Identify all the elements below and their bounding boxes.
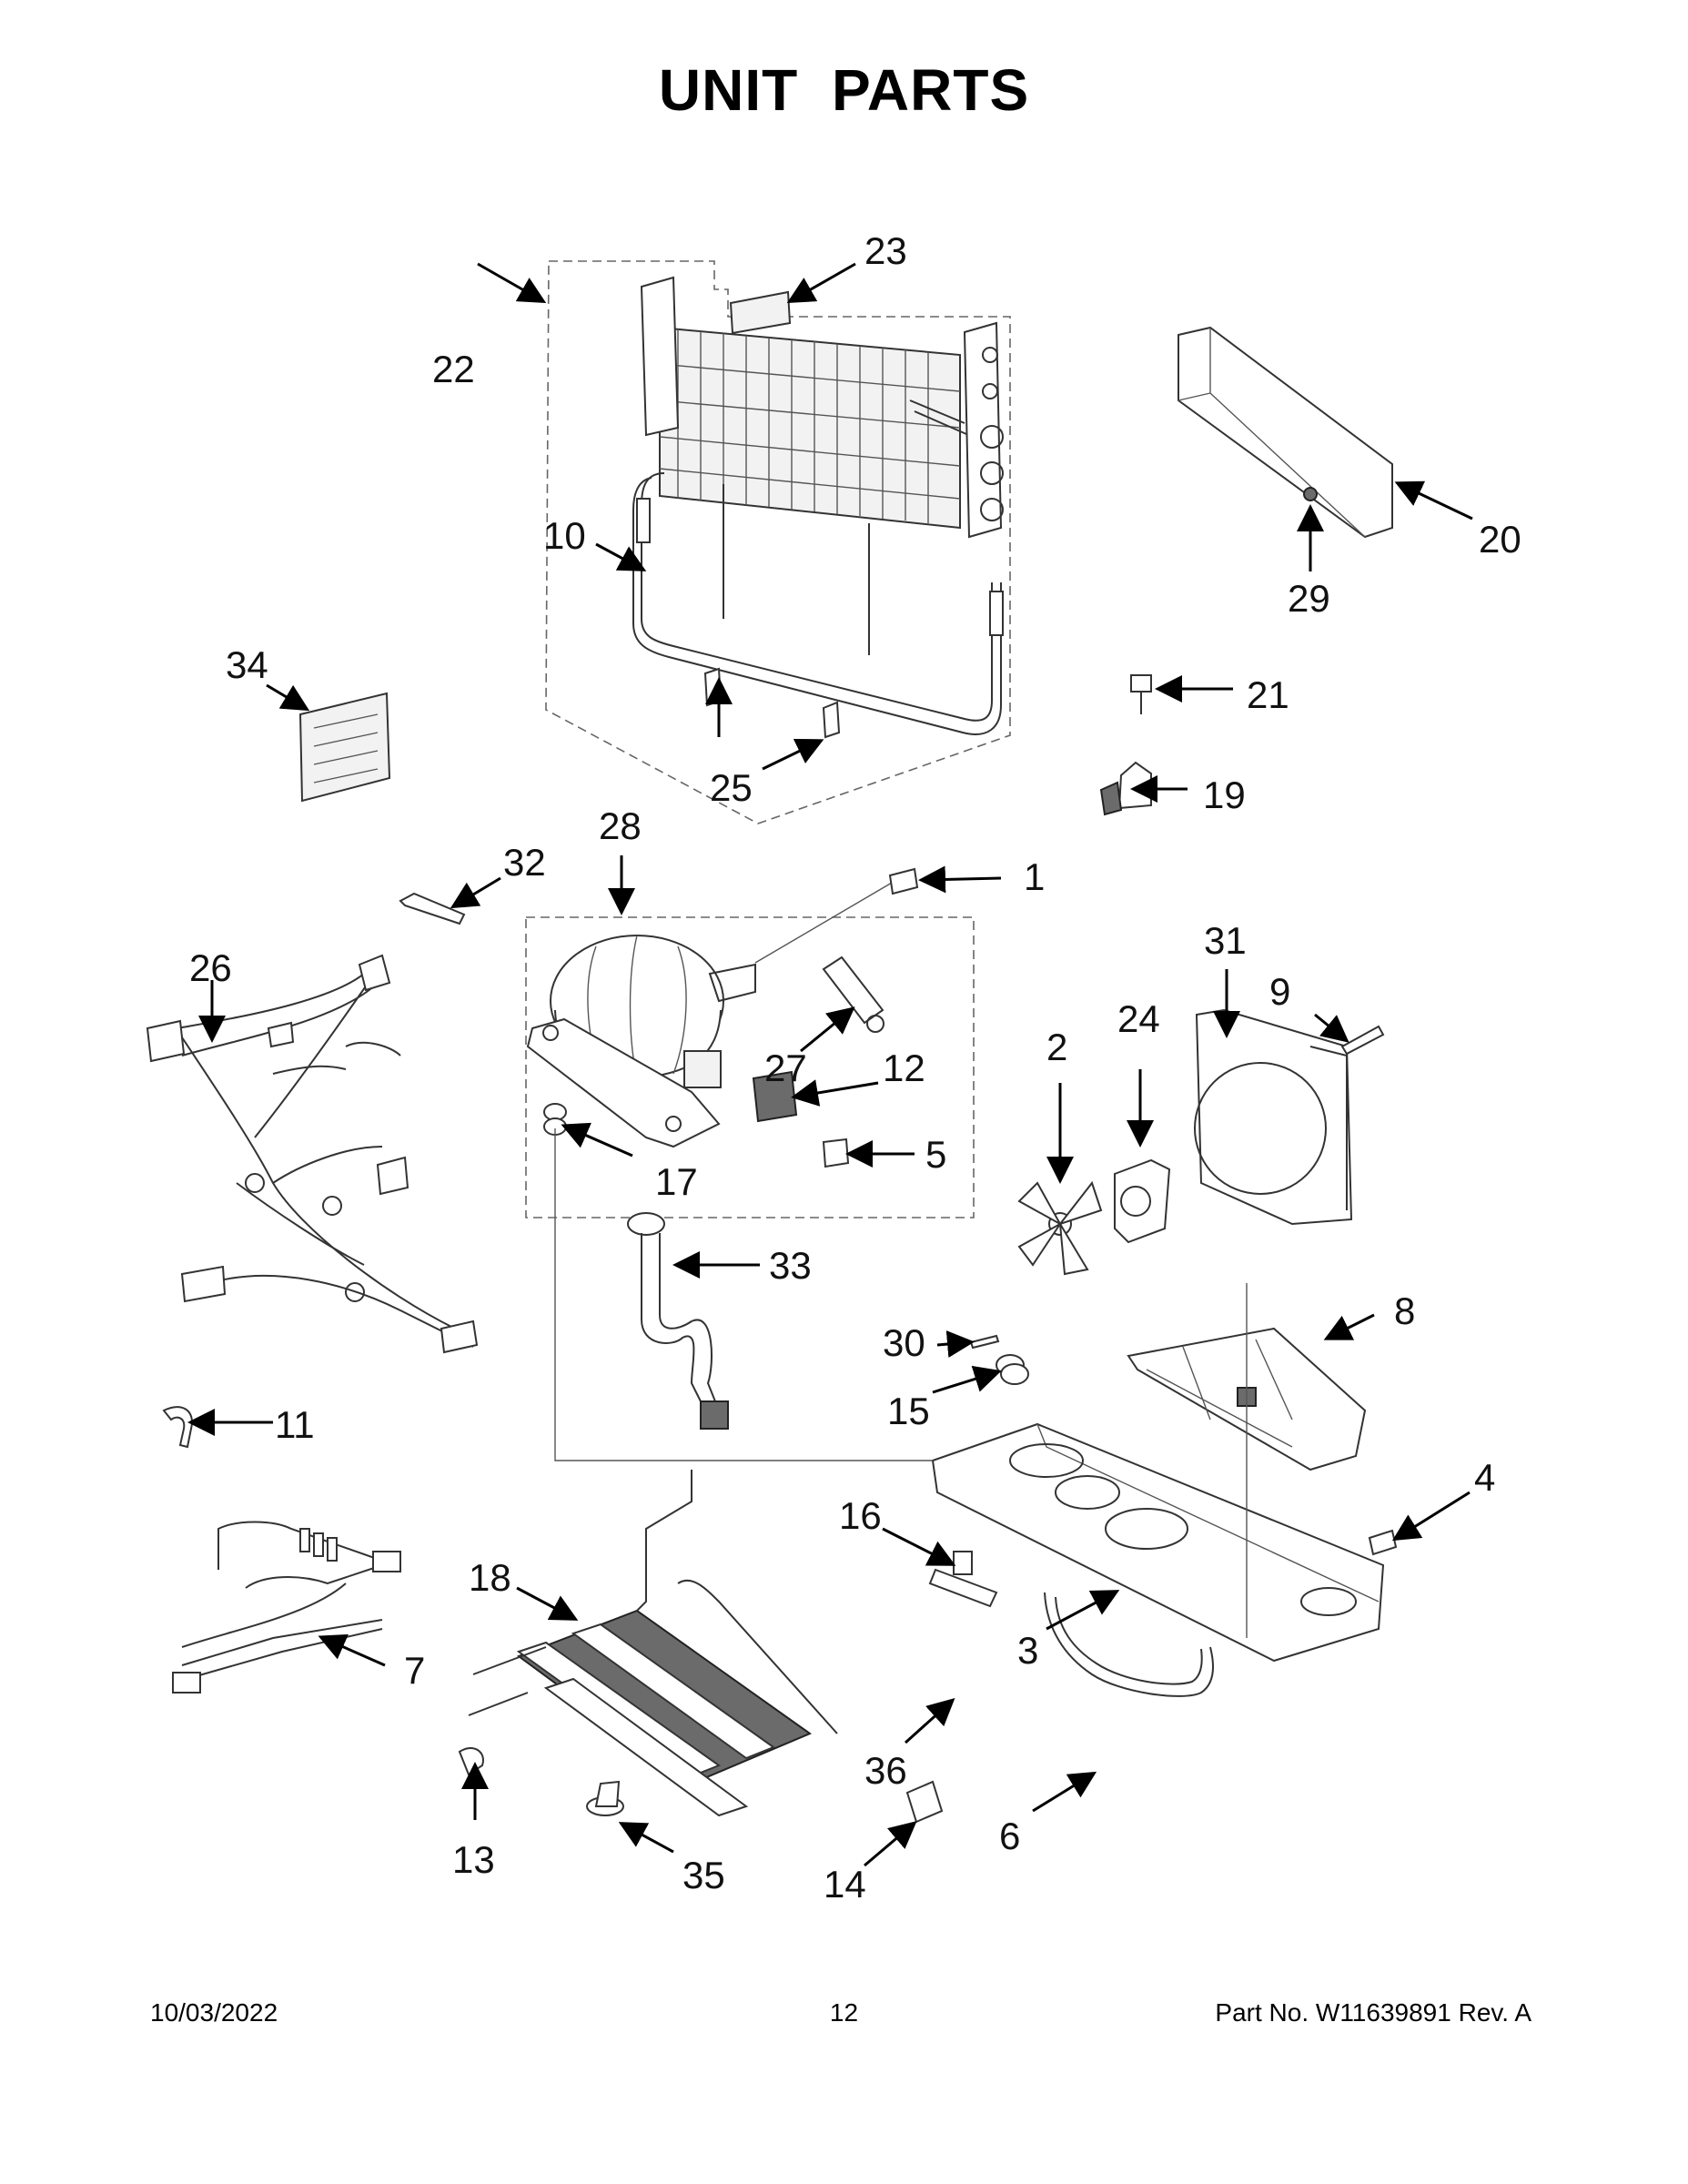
tube-part-36 [928, 1568, 998, 1608]
callout-8: 8 [1394, 1289, 1415, 1332]
screw-part-4 [1368, 1529, 1398, 1556]
callout-arrows [187, 262, 1473, 1867]
condenser-coil [468, 1470, 838, 1817]
callout-14: 14 [824, 1863, 866, 1906]
callout-6: 6 [999, 1815, 1020, 1857]
footer-page-number: 12 [829, 1998, 859, 2027]
compressor-assembly-group [525, 882, 975, 1218]
footer-date: 10/03/2022 [150, 1998, 278, 2027]
callout-20: 20 [1479, 518, 1521, 561]
condenser-fan-blade [1017, 1180, 1103, 1276]
condenser-fan-motor [1114, 1158, 1171, 1244]
wire-harness [146, 954, 479, 1354]
heater-harness [172, 1521, 401, 1694]
clip-part-35 [586, 1780, 624, 1816]
callout-3: 3 [1017, 1629, 1038, 1672]
screw-part-16 [953, 1551, 973, 1575]
strap [399, 892, 466, 925]
callout-31: 31 [1204, 919, 1247, 962]
compressor-assembly-bracket-line [554, 1128, 933, 1461]
screw-and-bracket [1099, 674, 1152, 816]
footer-part-number: Part No. W11639891 Rev. A [1215, 1998, 1531, 2027]
grommet [543, 1103, 567, 1136]
callout-33: 33 [769, 1244, 812, 1287]
overload [822, 1138, 850, 1168]
callout-9: 9 [1269, 970, 1290, 1013]
callout-19: 19 [1203, 774, 1246, 816]
callout-21: 21 [1247, 673, 1289, 716]
tube-part-14 [905, 1780, 944, 1824]
callout-16: 16 [839, 1494, 882, 1537]
drain-tube [627, 1212, 729, 1430]
clip-part-25b [822, 701, 841, 739]
callout-15: 15 [887, 1390, 930, 1432]
callout-36: 36 [864, 1749, 907, 1792]
pin [969, 1334, 1000, 1350]
callout-34: 34 [226, 643, 268, 686]
grommet-part-15 [996, 1354, 1029, 1385]
callout-26: 26 [189, 946, 232, 989]
evaporator-assembly-group [545, 260, 1011, 824]
screw-part-9 [1340, 1025, 1385, 1056]
callout-30: 30 [883, 1321, 925, 1364]
screw-part-1 [888, 867, 919, 895]
evaporator-coil [640, 276, 1004, 539]
callout-17: 17 [655, 1160, 698, 1203]
callout-29: 29 [1288, 577, 1330, 620]
callout-24: 24 [1117, 997, 1160, 1040]
control-board [298, 692, 391, 803]
callout-22: 22 [432, 348, 475, 390]
callout-4: 4 [1474, 1456, 1495, 1499]
callout-35: 35 [682, 1854, 725, 1896]
insulation-strip [729, 290, 792, 335]
callout-10: 10 [543, 514, 586, 557]
callout-13: 13 [452, 1838, 495, 1881]
drier [822, 956, 884, 1033]
base-plate [931, 1283, 1385, 1663]
clip-part-11 [162, 1406, 193, 1449]
relay [752, 1070, 798, 1123]
callout-32: 32 [503, 841, 546, 884]
callout-11: 11 [275, 1403, 315, 1446]
callout-12: 12 [883, 1046, 925, 1089]
fan-shroud [1194, 1008, 1353, 1226]
callout-2: 2 [1046, 1026, 1067, 1068]
compressor [526, 935, 756, 1148]
callout-labels: 1 2 3 4 5 6 7 8 9 10 11 12 13 14 15 16 1… [189, 229, 1521, 1906]
callout-7: 7 [404, 1649, 425, 1692]
tube-part-6 [1044, 1592, 1214, 1697]
defrost-heater [632, 472, 1004, 735]
callout-28: 28 [599, 804, 642, 847]
callout-18: 18 [469, 1556, 511, 1599]
callout-25: 25 [710, 766, 753, 809]
callout-5: 5 [925, 1133, 946, 1176]
callout-1: 1 [1024, 855, 1045, 898]
callout-23: 23 [864, 229, 907, 272]
machine-cover [1178, 326, 1393, 539]
callout-27: 27 [764, 1046, 807, 1089]
clip-part-13 [458, 1747, 484, 1776]
page-title: UNIT PARTS [658, 57, 1030, 123]
